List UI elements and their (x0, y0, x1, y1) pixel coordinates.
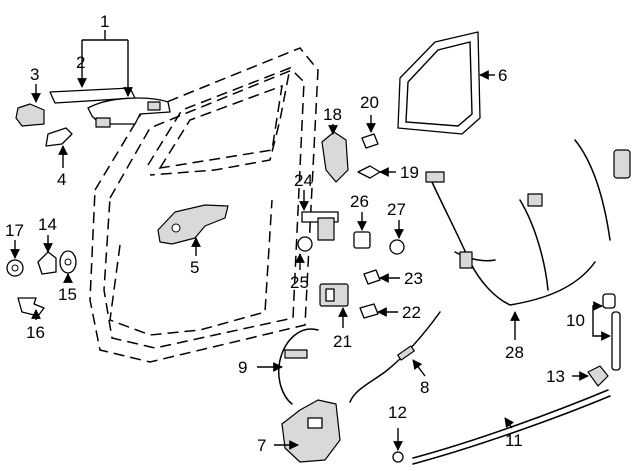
handle-cover (45, 127, 73, 147)
inside-handle (157, 204, 229, 245)
callout-7: 7 (257, 436, 266, 455)
clip-14 (37, 251, 57, 275)
callout-labels: 1 2 3 4 5 6 7 8 9 10 11 12 13 14 15 16 1… (5, 12, 585, 455)
callout-14: 14 (38, 215, 57, 234)
callout-11: 11 (505, 431, 523, 450)
lower-hinge (319, 283, 349, 307)
release-cable (278, 328, 319, 405)
callout-20: 20 (360, 93, 379, 112)
callout-27: 27 (387, 200, 406, 219)
bolt-20 (361, 133, 379, 149)
callout-12: 12 (388, 403, 407, 422)
push-pin (17, 297, 45, 317)
bolt-22 (359, 303, 379, 319)
callout-19: 19 (400, 163, 419, 182)
callout-1: 1 (100, 12, 109, 31)
grommet-rod (602, 293, 621, 371)
callout-22: 22 (402, 303, 421, 322)
lock-cable (349, 311, 441, 403)
bolt-23 (363, 269, 381, 285)
wiring-harness (425, 139, 631, 306)
striker (321, 131, 349, 183)
plug-15 (59, 250, 77, 274)
bolt-25 (297, 236, 313, 252)
callout-4: 4 (57, 170, 66, 189)
callout-17: 17 (5, 221, 24, 240)
callout-24: 24 (294, 171, 313, 190)
callout-16: 16 (26, 323, 45, 342)
outside-handle (87, 97, 171, 128)
window-seal (397, 31, 481, 135)
clip-27 (389, 239, 405, 255)
callout-2: 2 (76, 53, 85, 72)
clip (392, 451, 404, 463)
callout-8: 8 (420, 378, 429, 397)
door-frame-outline (89, 47, 319, 363)
callout-leaders (10, 30, 611, 451)
callout-15: 15 (58, 285, 77, 304)
callout-9: 9 (238, 358, 247, 377)
grommet-17 (6, 259, 24, 277)
callout-21: 21 (333, 332, 352, 351)
callout-18: 18 (323, 105, 342, 124)
door-check (301, 211, 339, 241)
bolt-19 (357, 165, 381, 179)
weatherstrip (412, 389, 611, 465)
nut-26 (353, 231, 371, 249)
callout-5: 5 (190, 258, 199, 277)
callout-3: 3 (30, 65, 39, 84)
callout-28: 28 (505, 343, 524, 362)
callout-25: 25 (290, 273, 309, 292)
callout-13: 13 (546, 367, 565, 386)
door-latch (281, 399, 341, 463)
callout-10: 10 (566, 311, 585, 330)
bumper (587, 365, 609, 387)
handle-cap (15, 103, 45, 127)
callout-6: 6 (498, 66, 507, 85)
callout-26: 26 (350, 192, 369, 211)
callout-23: 23 (404, 269, 423, 288)
